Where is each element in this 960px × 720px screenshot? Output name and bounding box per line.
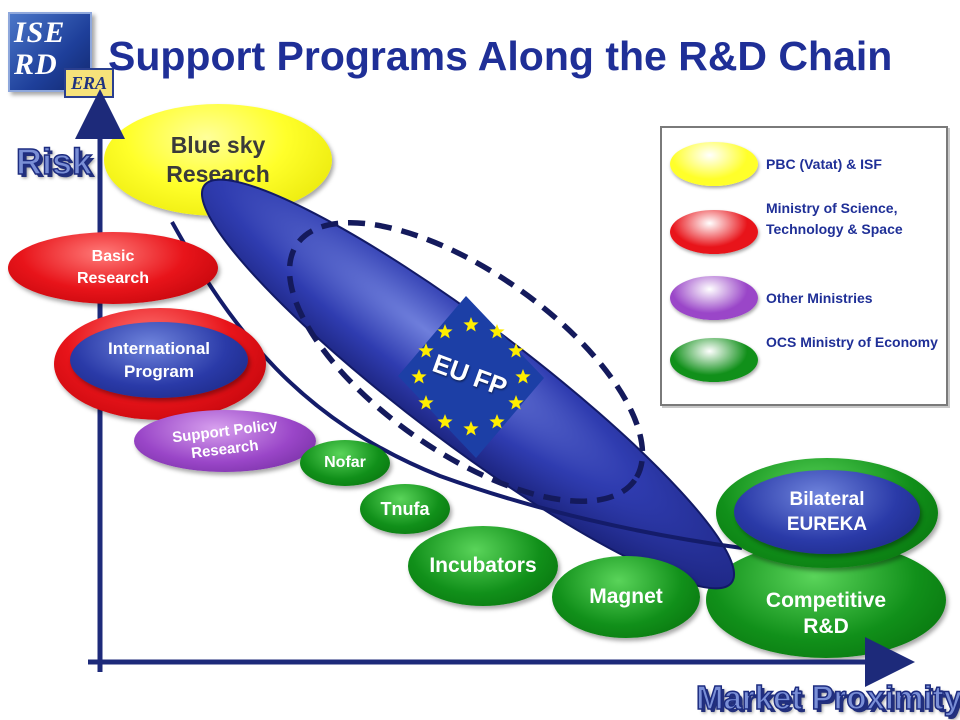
eu-star-6 (411, 369, 427, 384)
eu-star-11 (508, 343, 524, 358)
bubble-basic-line1: Basic (91, 248, 135, 265)
bubble-bilateral-line2: EUREKA (786, 514, 868, 535)
bubble-nofar: Nofar (300, 440, 390, 486)
logo-box (8, 12, 92, 92)
eu-star-1 (508, 395, 524, 410)
bubble-international-line1: International (107, 339, 210, 358)
eu-star-7 (418, 343, 434, 358)
bubble-magnet-label: Magnet (589, 585, 663, 608)
page-title: Support Programs Along the R&D Chain (108, 33, 893, 79)
bubble-international-line2: Program (124, 362, 194, 381)
eu-star-4 (437, 414, 453, 429)
bubble-nofar-label: Nofar (324, 454, 366, 471)
eu-star-9 (463, 317, 479, 332)
trend-curve (170, 221, 743, 550)
legend-swatch-2 (670, 276, 758, 320)
legend-swatch-0 (670, 142, 758, 186)
y-axis-label: Risk (15, 141, 93, 183)
bubble-incubators-label: Incubators (429, 554, 537, 577)
eu-star-10 (489, 324, 505, 339)
x-axis-label: Market Proximity (695, 678, 960, 717)
logo-line-2: RD (14, 48, 58, 81)
legend-swatch-3 (670, 338, 758, 382)
eu-fp-dashed-outline (286, 219, 646, 505)
eu-star-0 (515, 369, 531, 384)
bubble-tnufa: Tnufa (360, 484, 450, 534)
bubble-bilateral-line1: Bilateral (789, 489, 865, 510)
eu-flag (398, 296, 544, 458)
eu-star-2 (489, 414, 505, 429)
eu-stars (411, 317, 531, 436)
eu-star-8 (437, 324, 453, 339)
bubble-basic-line2: Research (76, 270, 150, 287)
legend-label-0: PBC (Vatat) & ISF (766, 156, 882, 172)
eu-star-5 (418, 395, 434, 410)
isererd-logo: ISE RD ERA (8, 12, 114, 98)
eu-star-3 (463, 421, 479, 436)
logo-line-1: ISE (14, 16, 66, 49)
legend-swatch-1 (670, 210, 758, 254)
legend-label-1: Ministry of Science, Technology & Space (766, 200, 903, 237)
bubble-incubators: Incubators (408, 526, 558, 606)
bubble-blue-sky-line1: Blue sky (170, 132, 266, 158)
legend-label-3: OCS Ministry of Economy (766, 334, 938, 350)
legend-label-2: Other Ministries (766, 290, 873, 306)
bubble-competitive-line1: Competitive (765, 589, 887, 612)
bubble-competitive-line2: R&D (803, 615, 849, 638)
bubble-magnet: Magnet (552, 556, 700, 638)
legend: PBC (Vatat) & ISF Ministry of Science, T… (660, 126, 948, 406)
bubble-tnufa-label: Tnufa (380, 498, 430, 519)
